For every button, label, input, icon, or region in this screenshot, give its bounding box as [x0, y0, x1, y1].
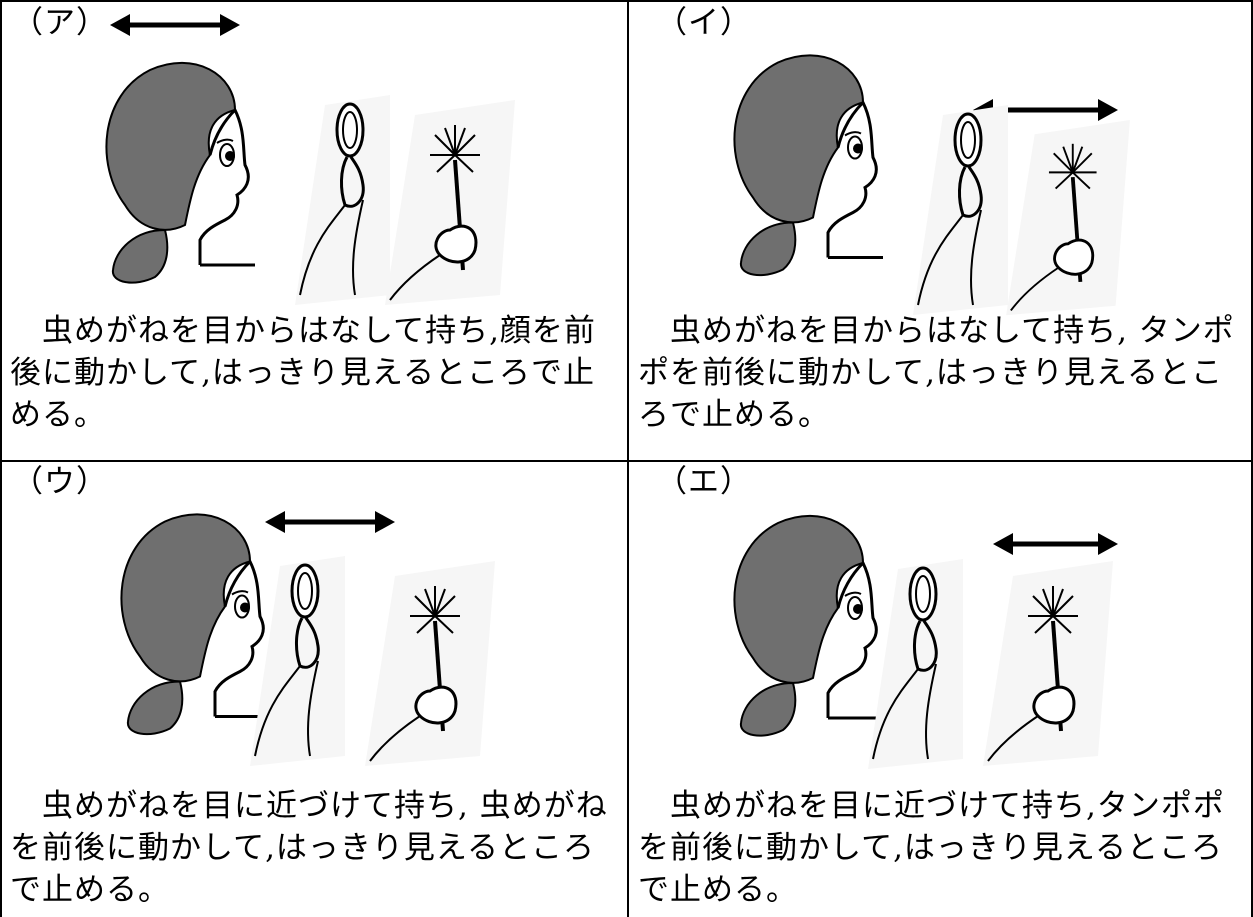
panel-caption: 虫めがねを目からはなして持ち,顔を前後に動かして,はっきり見えるところで止める。	[10, 313, 596, 433]
panel-label: （ア）	[12, 5, 108, 41]
table-divider-vertical	[627, 0, 629, 917]
panel-caption: 虫めがねを目からはなして持ち, タンポポを前後に動かして,はっきり見えるところで…	[638, 313, 1235, 433]
dandelion-hand-icon	[385, 100, 515, 305]
panel-i: （イ）	[628, 0, 1253, 461]
panel-caption: 虫めがねを目に近づけて持ち, 虫めがねを前後に動かして,はっきり見えるところで止…	[10, 788, 608, 908]
panel-label: （イ）	[656, 5, 752, 41]
magnifier-hand-icon	[868, 559, 963, 769]
table-border-left	[0, 0, 2, 917]
double-arrow-icon	[265, 511, 395, 533]
panel-label: （ウ）	[12, 464, 108, 500]
table-border-top	[0, 0, 1253, 2]
girl-head-icon	[120, 513, 270, 736]
panel-caption: 虫めがねを目に近づけて持ち,タンポポを前後に動かして,はっきり見えるところで止め…	[638, 788, 1225, 908]
magnifier-hand-icon	[295, 95, 390, 305]
girl-head-icon	[733, 514, 883, 737]
girl-head-icon	[105, 61, 255, 284]
girl-head-icon	[733, 54, 883, 277]
double-arrow-icon	[110, 14, 240, 36]
dandelion-hand-icon	[365, 561, 495, 766]
double-arrow-icon	[993, 533, 1118, 555]
magnifier-hand-icon	[250, 556, 345, 766]
table-divider-horizontal	[0, 460, 1253, 462]
panel-label: （エ）	[656, 464, 752, 500]
panel-u: （ウ）	[0, 461, 628, 917]
table-border-right	[1251, 0, 1253, 917]
dandelion-hand-icon	[1006, 120, 1130, 316]
panel-a: （ア）	[0, 0, 628, 461]
panel-e: （エ）	[628, 461, 1253, 917]
dandelion-hand-icon	[983, 561, 1113, 766]
magnifier-hand-icon	[913, 105, 1008, 315]
